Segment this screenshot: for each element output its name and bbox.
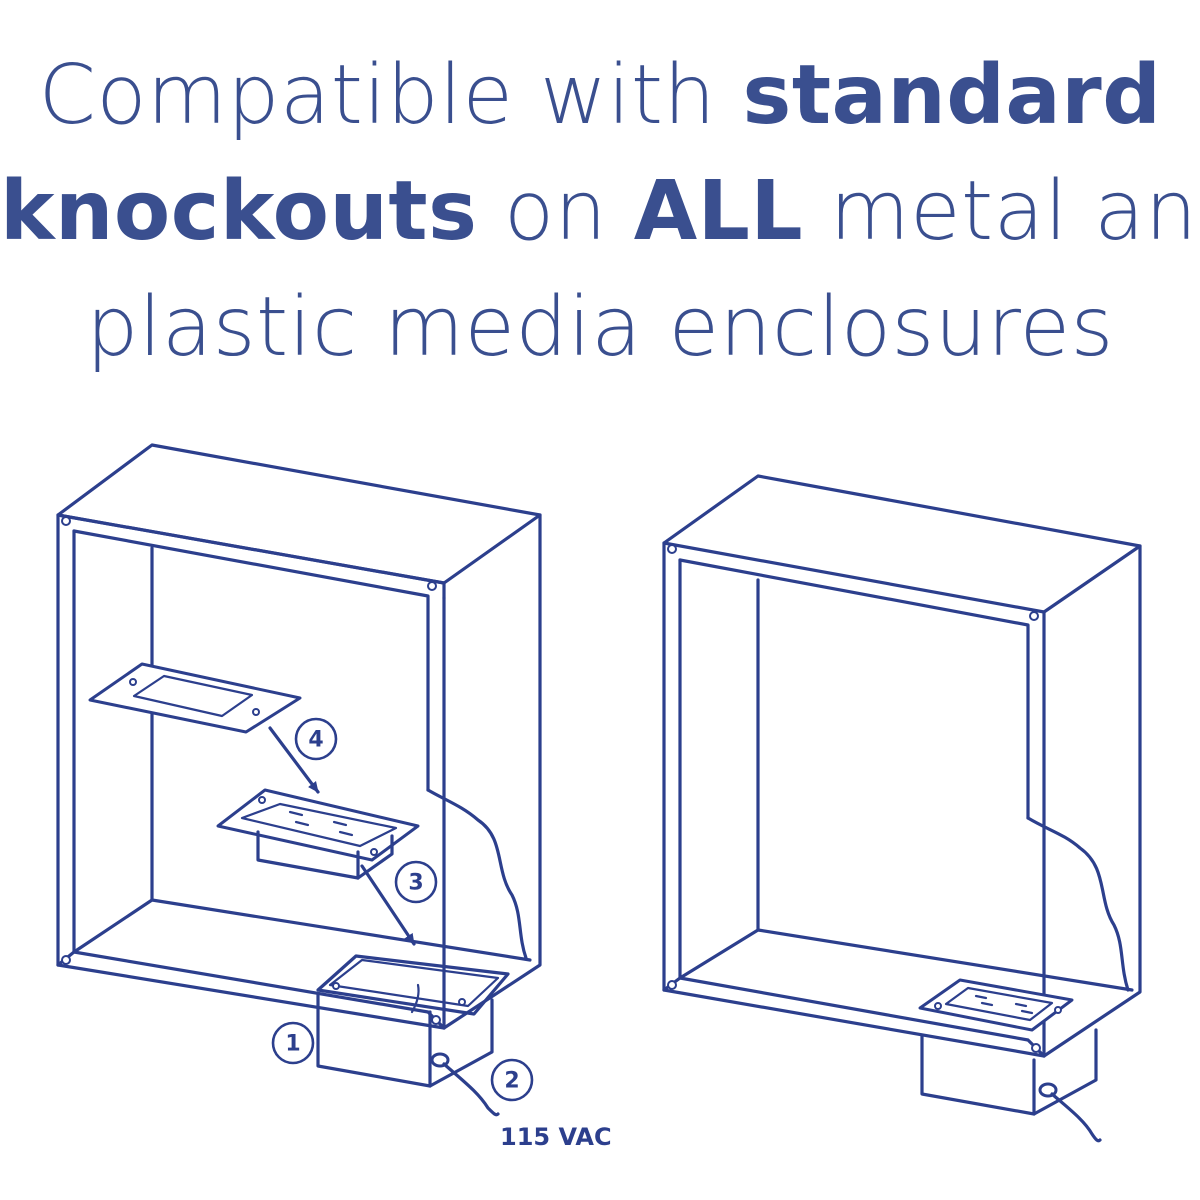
screw-icon [129, 678, 137, 686]
enclosure-top-face [662, 474, 1142, 614]
headline-text: on [477, 164, 634, 259]
screw-icon [431, 1015, 441, 1025]
headline: Compatible with standard knockouts on AL… [0, 38, 1200, 386]
headline-line-3: plastic media enclosures [86, 280, 1114, 375]
knockout-box-side [1032, 1028, 1098, 1116]
enclosure-floor-edge [72, 898, 532, 962]
receptacle-face [240, 802, 398, 848]
power-cable [442, 1062, 500, 1117]
knockout-box-side [428, 998, 494, 1088]
screw-icon [252, 708, 260, 716]
enclosure-front-frame [56, 513, 446, 1030]
arrow-step-4 [268, 726, 320, 794]
screw-icon [934, 1002, 942, 1010]
enclosure-front-frame [662, 541, 1046, 1058]
left-enclosure: 4 3 1 2 115 VAC [56, 443, 612, 1151]
recessed-receptacle [216, 788, 420, 862]
installed-receptacle-face [944, 986, 1054, 1022]
knockout-opening [316, 954, 510, 1016]
headline-line-2: knockouts on ALL metal and [0, 154, 1200, 270]
enclosure-cutaway [426, 788, 528, 960]
screw-icon [458, 998, 466, 1006]
screw-icon [667, 544, 677, 554]
screw-icon [1054, 1006, 1062, 1014]
outlet-slots [974, 994, 1034, 1015]
right-enclosure [662, 474, 1142, 1143]
knockout-opening-rim [328, 958, 500, 1008]
screw-icon [1029, 611, 1039, 621]
knockout-box [920, 1034, 1036, 1116]
headline-line-1: Compatible with standard [0, 38, 1200, 154]
screw-icon [370, 848, 378, 856]
enclosure-frame-rim [72, 529, 430, 792]
wall-plate-opening [132, 674, 254, 718]
step-number: 4 [308, 728, 323, 753]
headline-emphasis: standard [742, 48, 1162, 143]
step-callout-1: 1 [271, 1021, 315, 1065]
voltage-label: 115 VAC [500, 1123, 612, 1151]
step-callout-4: 4 [294, 717, 338, 761]
headline-text: Compatible with [38, 48, 743, 143]
enclosure-top-face [56, 443, 542, 585]
step-callout-2: 2 [490, 1058, 534, 1102]
internal-wire [410, 983, 420, 1014]
screw-icon [332, 982, 340, 990]
receptacle-body [256, 830, 360, 880]
enclosure-floor-edge [678, 928, 1134, 992]
headline-emphasis: knockouts [0, 164, 478, 259]
step-number: 3 [408, 871, 423, 896]
screw-icon [61, 955, 71, 965]
arrow-step-3 [360, 864, 416, 946]
screw-icon [1031, 1043, 1041, 1053]
knockout-box [316, 992, 432, 1088]
enclosure-side-face [442, 513, 542, 1030]
headline-text: metal and [829, 164, 1200, 259]
step-number: 2 [504, 1069, 519, 1094]
wall-plate [88, 662, 302, 734]
step-number: 1 [285, 1032, 300, 1057]
screw-icon [427, 581, 437, 591]
enclosure-frame-rim [678, 558, 1030, 820]
screw-icon [667, 980, 677, 990]
step-callout-3: 3 [394, 860, 438, 904]
power-cable [1050, 1092, 1102, 1143]
receptacle-body-side [356, 834, 394, 880]
screw-icon [258, 796, 266, 804]
enclosure-side-face [1042, 544, 1142, 1058]
enclosure-cutaway [1026, 816, 1130, 992]
outlet-slots [288, 810, 354, 837]
screw-icon [61, 516, 71, 526]
headline-emphasis: ALL [633, 164, 804, 259]
